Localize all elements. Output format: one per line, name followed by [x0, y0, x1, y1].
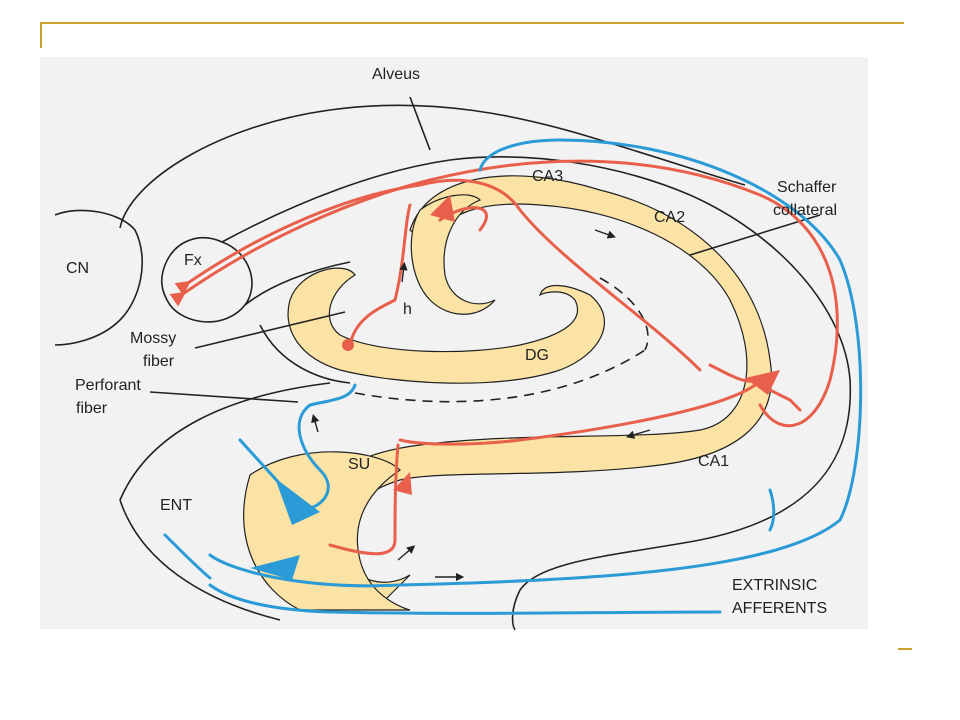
fissure-dashed [354, 349, 646, 403]
label-extrinsic-line1: EXTRINSIC [732, 577, 817, 594]
ca3-pyramidal-cell [430, 195, 455, 222]
label-su: SU [348, 456, 370, 473]
extrinsic-cell-bodies [250, 478, 320, 580]
ent-dendrite-left [163, 533, 212, 580]
label-h: h [403, 301, 412, 318]
flow-arrow-su [397, 545, 416, 561]
entorhinal-cell-lower [250, 555, 300, 580]
fimbria-outline [244, 261, 351, 306]
dg-inner-blade [410, 194, 496, 315]
flow-arrow-ca3 [594, 229, 616, 239]
hippocampus-figure-panel [40, 57, 868, 629]
label-extrinsic-line2: AFFERENTS [732, 600, 827, 617]
label-perforant-line1: Perforant [75, 377, 141, 394]
label-perforant-line2: fiber [76, 400, 108, 417]
flow-arrows [311, 229, 651, 582]
perforant-fiber-path [297, 383, 357, 512]
slide-left-rule [40, 22, 42, 48]
entorhinal-outline-lower [119, 499, 281, 621]
label-dg: DG [525, 347, 549, 364]
alveus-inner-outline [221, 156, 852, 631]
label-ca2: CA2 [654, 209, 685, 226]
entorhinal-cell-upper [275, 478, 320, 525]
label-ca1: CA1 [698, 453, 729, 470]
ca3-schaffer-fiber [418, 178, 702, 372]
intrinsic-cell-bodies [342, 195, 780, 495]
entorhinal-outline-upper [119, 382, 331, 501]
subiculum-output-fiber [328, 443, 400, 556]
granule-cell [342, 339, 354, 351]
label-alveus: Alveus [372, 66, 420, 83]
alveus-leader [409, 96, 431, 151]
mossy-leader [194, 311, 346, 349]
mossy-fiber-path [348, 203, 412, 347]
hippocampal-fissure-outline [259, 324, 351, 384]
label-mossy-line2: fiber [143, 353, 175, 370]
label-ent: ENT [160, 497, 192, 514]
outer-alveus-outline [119, 104, 746, 229]
caudate-nucleus-outline [54, 209, 143, 346]
label-cn: CN [66, 260, 89, 277]
subiculum-pyramidal-cell [393, 472, 412, 495]
tissue-outlines [54, 96, 852, 631]
afferent-terminal [768, 488, 776, 532]
fissure-dashed-upper [599, 277, 649, 351]
flow-arrow-perforant [311, 413, 320, 433]
slide-top-rule [40, 22, 904, 24]
label-schaffer-line2: collateral [773, 202, 837, 219]
flow-arrow-h [399, 261, 408, 283]
extrinsic-afferent-lower [208, 583, 722, 615]
label-mossy-line1: Mossy [130, 330, 176, 347]
ca1-pyramidal-cell [745, 370, 780, 395]
fornix-output-fiber-b [174, 183, 422, 296]
fornix-output-fiber-a [169, 159, 839, 428]
label-ca3: CA3 [532, 168, 563, 185]
ca-pyramidal-layer [299, 175, 772, 603]
label-fx: Fx [184, 252, 202, 269]
label-schaffer-line1: Schaffer [777, 179, 837, 196]
perforant-leader [149, 391, 299, 403]
flow-arrow-ca1 [625, 429, 651, 439]
slide-bottom-tick [898, 648, 912, 650]
intrinsic-pathway [169, 159, 839, 556]
extrinsic-afferent-loop [208, 138, 863, 588]
ca1-output-fiber [398, 383, 757, 446]
